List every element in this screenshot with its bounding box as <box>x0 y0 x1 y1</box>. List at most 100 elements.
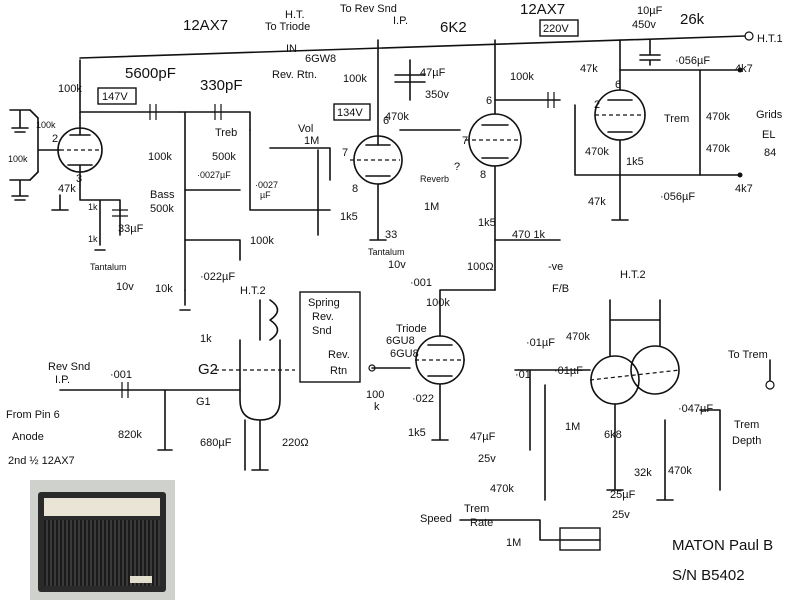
trem-depth-label: Trem <box>734 419 759 431</box>
r-4k7b-label: 4k7 <box>735 183 753 195</box>
v134-label: 134V <box>337 107 363 119</box>
trem-depth-wire <box>699 409 721 491</box>
pi-lower-wire <box>574 104 701 176</box>
trem-depth-b-label: Depth <box>732 435 761 447</box>
c056b-label: ·056µF <box>660 191 695 203</box>
tant-v-label: 10v <box>116 281 134 293</box>
c33-cap <box>112 209 128 217</box>
footswitch-jack[interactable] <box>559 527 601 551</box>
vol-pot-label: 1M <box>304 135 319 147</box>
pin3-label: 3 <box>76 173 82 185</box>
tant-b-v-label: 10v <box>388 259 406 271</box>
el84-b-label: 84 <box>764 147 776 159</box>
pin7b-label: 7 <box>462 135 468 147</box>
c001-in-label: ·001 <box>110 369 132 381</box>
maton-label: MATON Paul B <box>672 537 773 554</box>
c10uf-v-label: 450v <box>632 19 656 31</box>
bass-pot-wires <box>184 189 241 306</box>
r-470k-sp-label: 470k <box>490 483 514 495</box>
ht-to-triode-label: H.T. <box>285 9 305 21</box>
vol-label: Vol <box>298 123 313 135</box>
c10uf-label: 10µF <box>637 5 663 17</box>
r-100k-c-label: 100 <box>366 389 384 401</box>
pin6-label: 6 <box>383 115 389 127</box>
v2-cathode-wire <box>369 183 387 241</box>
pin2c-label: 2 <box>594 99 600 111</box>
r-6k8-label: 6k8 <box>604 429 622 441</box>
c47-label: 47µF <box>420 67 446 79</box>
pin2-label: 2 <box>52 133 58 145</box>
r-100k-top-label: 100k <box>58 83 82 95</box>
r-470k-osc-label: 470k <box>566 331 590 343</box>
bass-label: Bass <box>150 189 175 201</box>
c33-label: 33µF <box>118 223 144 235</box>
r-100k-in2-label: 100k <box>8 154 28 164</box>
tantalum-b-label: Tantalum <box>368 247 405 257</box>
spring-label: Spring <box>308 297 340 309</box>
anode-label: Anode <box>12 431 44 443</box>
tube-v1-label: 12AX7 <box>183 17 228 34</box>
r-1k-g2-label: 1k <box>200 333 212 345</box>
r-47k-pi-label: 47k <box>580 63 598 75</box>
to-rev-snd-label: To Rev Snd <box>340 3 397 15</box>
amp-speaker-grille <box>44 520 160 586</box>
c33b-label: 33 <box>385 229 397 241</box>
ht1-label: H.T.1 <box>757 33 783 45</box>
rev-rtn-box-b-label: Rtn <box>330 365 347 377</box>
r-470-1k-label: 470 1k <box>512 229 546 241</box>
input-jacks <box>9 109 61 201</box>
triode-tube-label: 6GU8 <box>386 335 415 347</box>
v147-label: 147V <box>102 91 128 103</box>
amp-badge <box>130 576 152 583</box>
c47-filter <box>394 59 426 101</box>
r-100k-v2b-label: 100k <box>510 71 534 83</box>
v1a-cathode-wire <box>79 184 121 246</box>
ht1-terminal[interactable] <box>744 31 754 41</box>
r-100k-c-b-label: k <box>374 401 380 413</box>
amp-cabinet <box>38 492 166 592</box>
tantalum-label: Tantalum <box>90 262 127 272</box>
triode-label: Triode <box>396 323 427 335</box>
v147-box <box>97 87 137 105</box>
to-rev-snd-b-label: I.P. <box>393 15 408 27</box>
r-470k-a-label: 470k <box>385 111 409 123</box>
r-1k-b-label: 1k <box>88 234 98 244</box>
amp-photo <box>30 480 175 600</box>
el84-a-label: EL <box>762 129 775 141</box>
c47-v-label: 350v <box>425 89 449 101</box>
r-100k-bass-label: 100k <box>148 151 172 163</box>
vol-pot-wire <box>269 147 331 211</box>
spring-c-label: Snd <box>312 325 332 337</box>
r-470k-pi-label: 470k <box>585 146 609 158</box>
r-4k7a-label: 4k7 <box>735 63 753 75</box>
spring-b-label: Rev. <box>312 311 334 323</box>
r-470k-td-label: 470k <box>668 465 692 477</box>
g1-label: G1 <box>196 396 211 408</box>
trem-label: Trem <box>664 113 689 125</box>
second-half-label: 2nd ½ 12AX7 <box>8 455 75 467</box>
trem-rate-label: Trem <box>464 503 489 515</box>
r-470k-g1-label: 470k <box>706 111 730 123</box>
c01a-label: ·01µF <box>526 337 555 349</box>
c01c-label: ·01µF <box>554 365 583 377</box>
rev-cathode-wire <box>251 419 269 471</box>
trem-rc-wires <box>514 369 591 501</box>
r-1m-rate-label: 1M <box>506 537 521 549</box>
coupling-cap <box>547 92 555 108</box>
r-220-label: 220Ω <box>282 437 309 449</box>
c47b-v-label: 25v <box>478 453 496 465</box>
r-100k-bot-label: 100k <box>250 235 274 247</box>
amp-control-panel <box>44 498 160 516</box>
v220-box <box>539 19 579 37</box>
r-1k5-a-label: 1k5 <box>340 211 358 223</box>
trem-rate-wire <box>459 519 601 541</box>
to-trem-label: To Trem <box>728 349 768 361</box>
c001-rev-label: ·001 <box>410 277 432 289</box>
ht2b-label: H.T.2 <box>620 269 646 281</box>
tube-v3-label: 6GW8 <box>305 53 336 65</box>
rev-rtn-label: Rev. Rtn. <box>272 69 317 81</box>
trem-plate-wires <box>609 299 661 357</box>
treb-pot-label: 500k <box>212 151 236 163</box>
r-100k-rev-label: 100k <box>426 297 450 309</box>
treb-label: Treb <box>215 127 237 139</box>
